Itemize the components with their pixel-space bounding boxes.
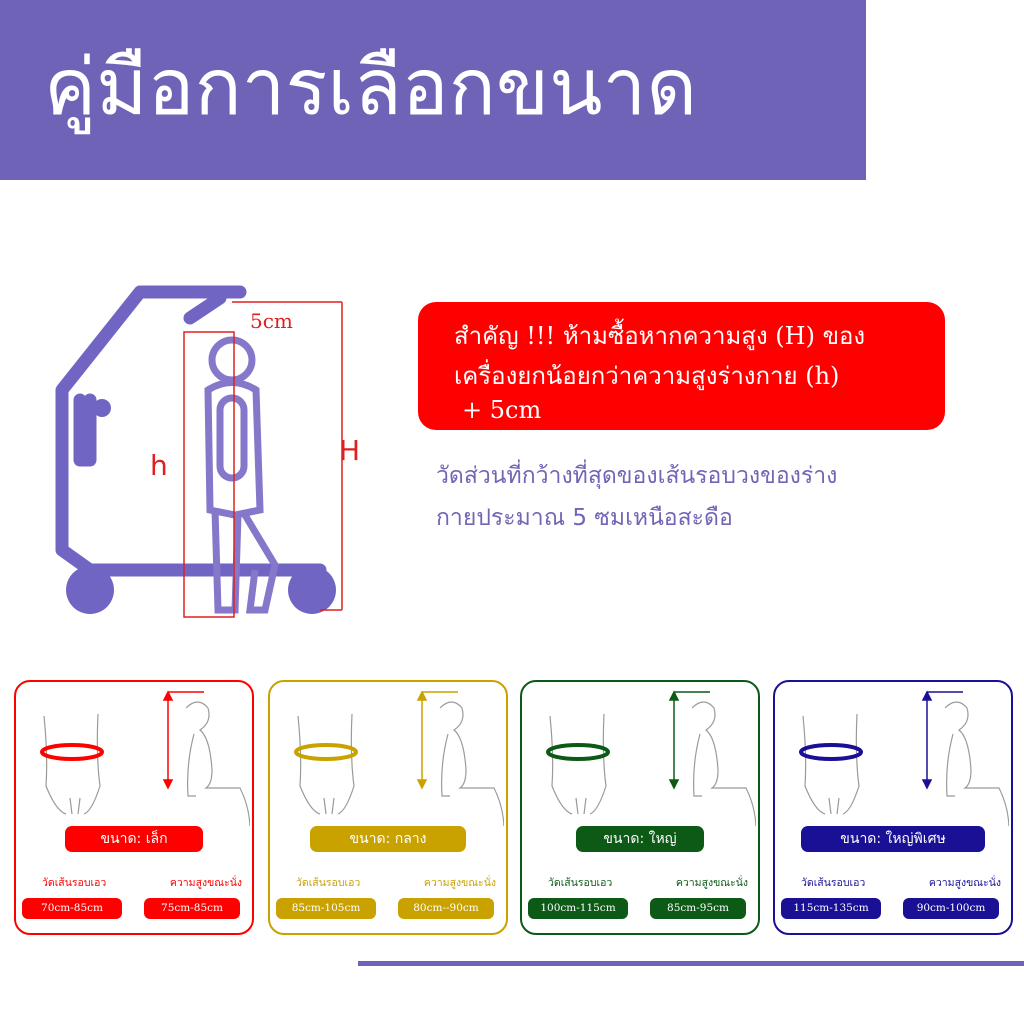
sitting-height-value: 90cm-100cm (903, 898, 999, 919)
waist-value: 100cm-115cm (528, 898, 628, 919)
label-h: h (150, 449, 168, 482)
header-banner: คู่มือการเลือกขนาด (0, 0, 866, 180)
size-card: ขนาด: เล็ก วัดเส้นรอบเอว ความสูงขณะนั่ง … (14, 680, 254, 935)
waist-label: วัดเส้นรอบเอว (801, 877, 866, 889)
page-title: คู่มือการเลือกขนาด (44, 43, 697, 133)
waist-label: วัดเส้นรอบเอว (42, 877, 107, 889)
size-card: ขนาด: ใหญ่พิเศษ วัดเส้นรอบเอว ความสูงขณะ… (773, 680, 1013, 935)
size-label: ขนาด: ใหญ่พิเศษ (801, 826, 985, 852)
patient-lift-diagram: 5cm h H (55, 285, 360, 618)
waist-value: 115cm-135cm (781, 898, 881, 919)
sitting-height-value: 80cm--90cm (398, 898, 494, 919)
waist-value: 85cm-105cm (276, 898, 376, 919)
sitting-height-label: ความสูงขณะนั่ง (169, 877, 242, 889)
body-measure-figure (799, 690, 1009, 826)
body-measure-figure (294, 690, 504, 826)
lift-handle (93, 399, 111, 417)
label-H: H (339, 434, 360, 467)
warning-line-1: สำคัญ !!! ห้ามซื้อหากความสูง (H) ของ (454, 322, 866, 350)
waist-value: 70cm-85cm (22, 898, 122, 919)
sitting-height-label: ความสูงขณะนั่ง (423, 877, 496, 889)
body-height-frame (183, 331, 235, 618)
bottom-divider (358, 961, 1024, 966)
body-measure-figure (40, 690, 250, 826)
body-measure-figure (546, 690, 756, 826)
lift-wheel-right (288, 566, 336, 614)
waist-measure-ring (546, 743, 610, 761)
lift-wheel-left (66, 566, 114, 614)
warning-line-3: + 5cm (462, 396, 542, 424)
size-card: ขนาด: กลาง วัดเส้นรอบเอว ความสูงขณะนั่ง … (268, 680, 508, 935)
warning-box: สำคัญ !!! ห้ามซื้อหากความสูง (H) ของ เคร… (418, 302, 945, 430)
size-label: ขนาด: กลาง (310, 826, 466, 852)
warning-line-2: เครื่องยกน้อยกว่าความสูงร่างกาย (h) (454, 362, 840, 390)
sitting-height-label: ความสูงขณะนั่ง (675, 877, 748, 889)
waist-measure-ring (294, 743, 358, 761)
size-label: ขนาด: ใหญ่ (576, 826, 704, 852)
size-card: ขนาด: ใหญ่ วัดเส้นรอบเอว ความสูงขณะนั่ง … (520, 680, 760, 935)
note-line-1: วัดส่วนที่กว้างที่สุดของเส้นรอบวงของร่าง (436, 463, 838, 489)
waist-label: วัดเส้นรอบเอว (296, 877, 361, 889)
sitting-height-value: 75cm-85cm (144, 898, 240, 919)
waist-label: วัดเส้นรอบเอว (548, 877, 613, 889)
sitting-height-label: ความสูงขณะนั่ง (928, 877, 1001, 889)
waist-measure-ring (799, 743, 863, 761)
note-line-2: กายประมาณ 5 ซมเหนือสะดือ (436, 505, 733, 531)
waist-measure-ring (40, 743, 104, 761)
label-5cm: 5cm (250, 309, 293, 333)
sitting-height-value: 85cm-95cm (650, 898, 746, 919)
lift-frame (55, 285, 327, 577)
size-label: ขนาด: เล็ก (65, 826, 203, 852)
person-figure (204, 336, 279, 614)
